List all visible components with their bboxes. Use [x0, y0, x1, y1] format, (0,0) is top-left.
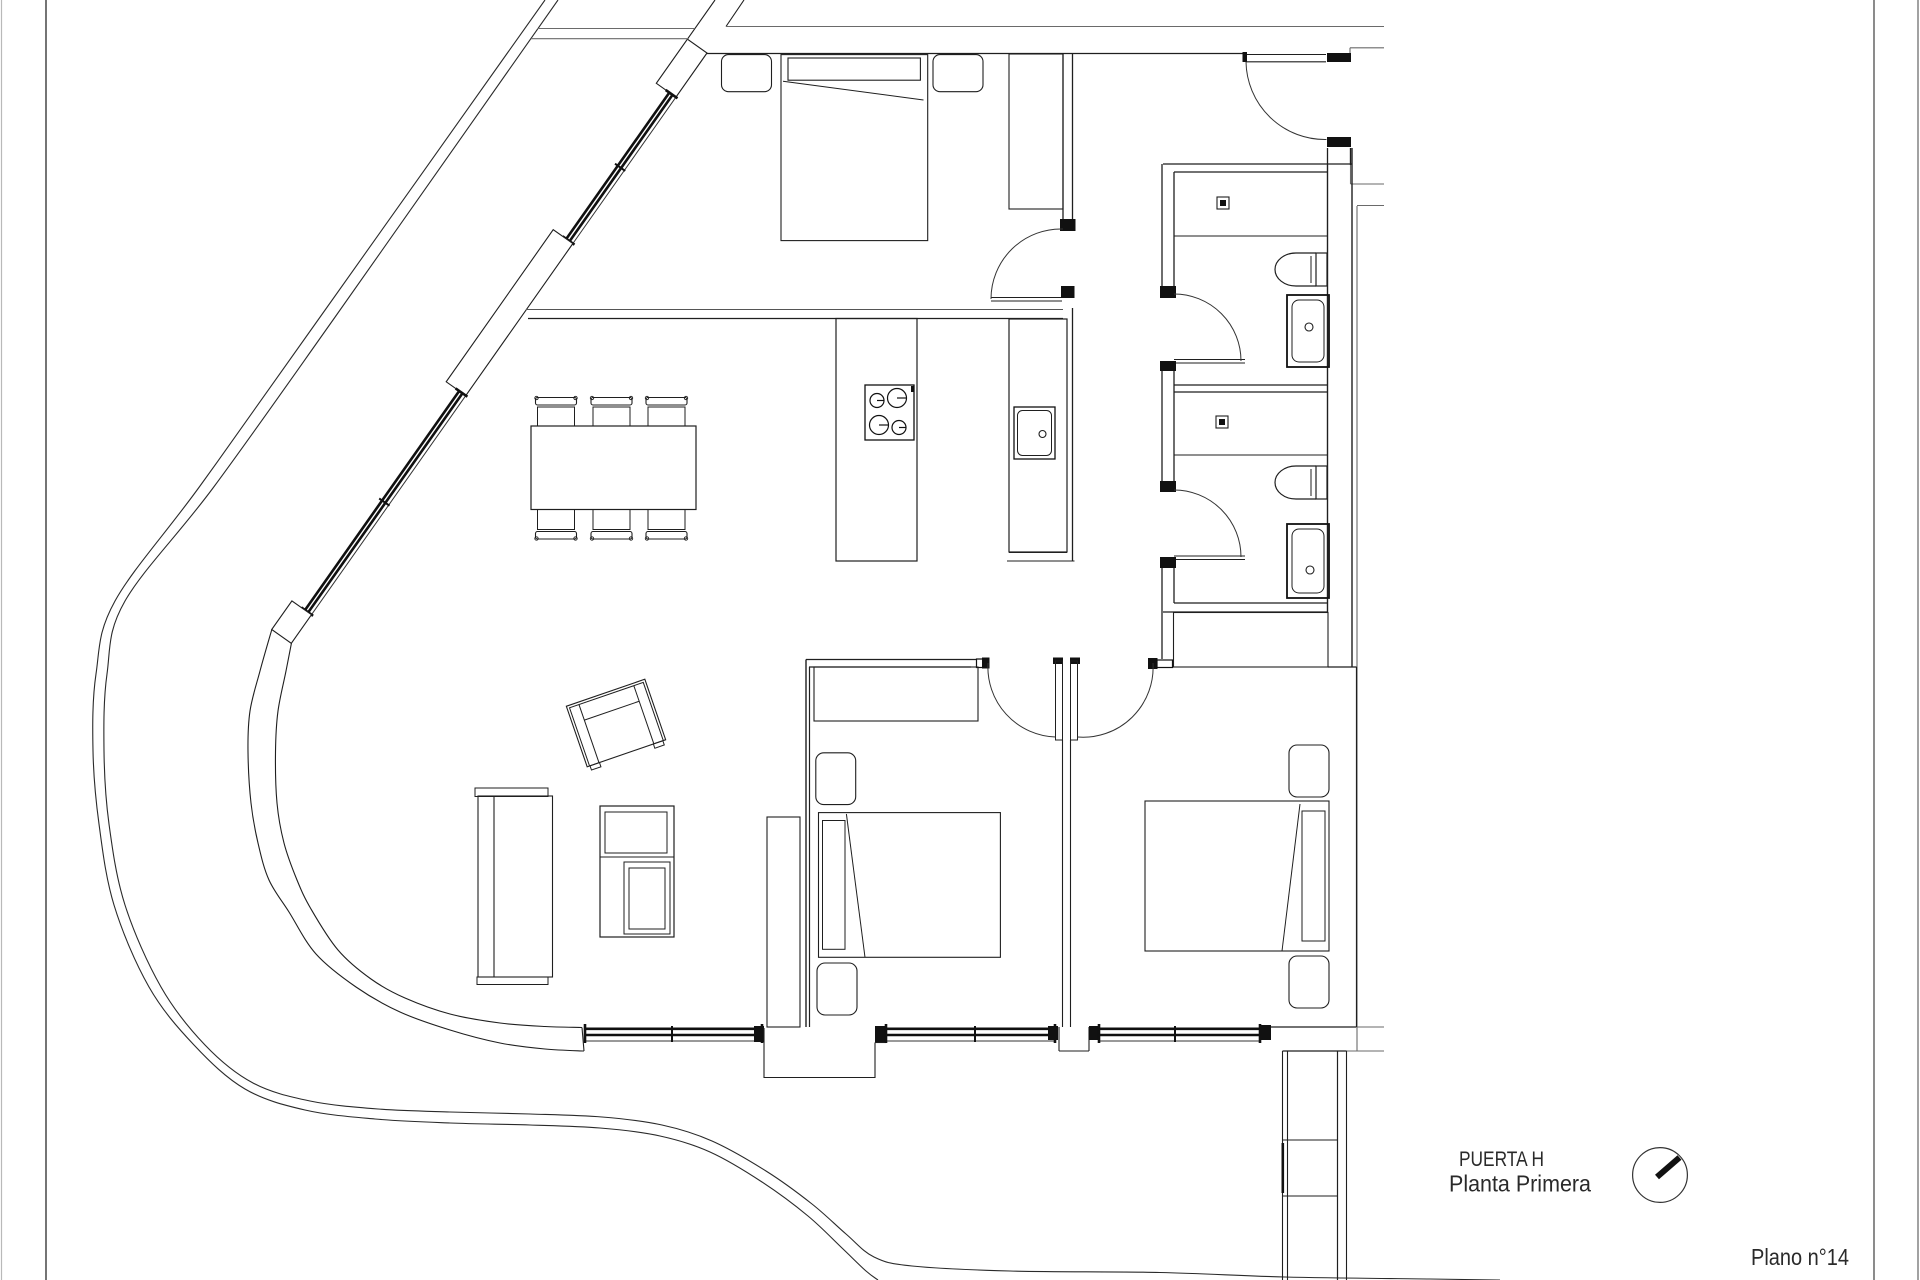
svg-text:PUERTA H: PUERTA H — [1459, 1148, 1544, 1171]
svg-text:Planta Primera: Planta Primera — [1449, 1171, 1591, 1197]
svg-text:Plano n°14: Plano n°14 — [1751, 1244, 1849, 1270]
